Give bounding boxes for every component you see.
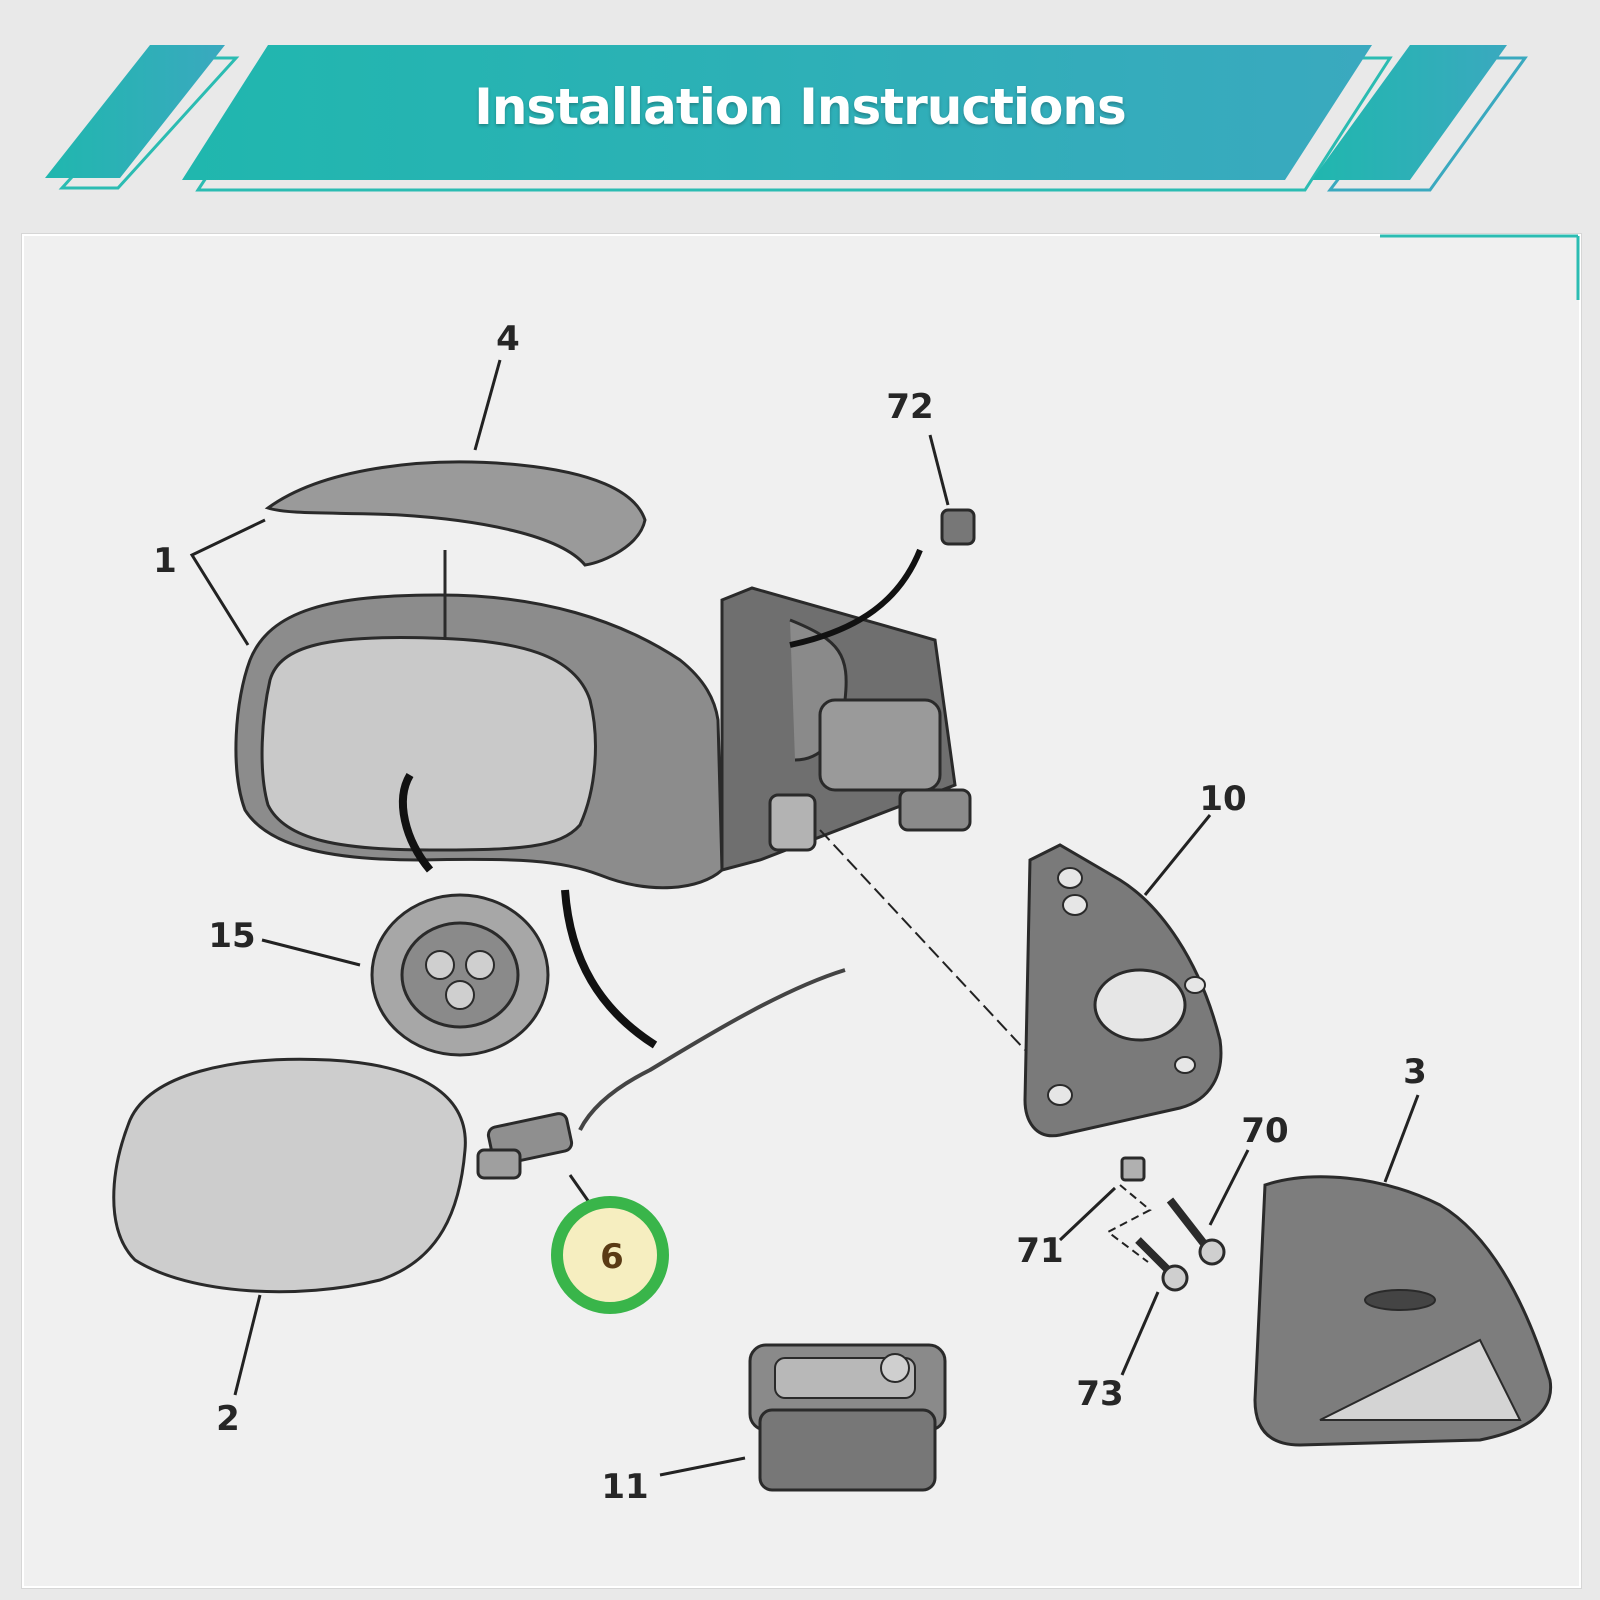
label-part-2: 2 [216, 1399, 240, 1439]
part-6-cable-connector [476, 968, 846, 1180]
label-part-3: 3 [1403, 1052, 1427, 1092]
part-71-nut [1120, 1156, 1146, 1182]
part-6-highlight-ring [551, 1196, 669, 1314]
part-4-mirror-cap [264, 460, 647, 567]
banner-graphic [45, 45, 1528, 192]
label-part-10: 10 [1199, 779, 1246, 819]
part-1-mirror-housing [234, 550, 724, 890]
part-2-mirror-glass [112, 1057, 467, 1294]
part-70-screw [1166, 1197, 1226, 1266]
housing-cable [561, 889, 658, 1049]
label-part-1: 1 [153, 541, 177, 581]
label-part-72: 72 [886, 387, 933, 427]
label-part-6: 6 [600, 1237, 624, 1277]
part-73-screw [1135, 1237, 1189, 1292]
part-10-mounting-plate [1023, 843, 1223, 1138]
mount-base [720, 548, 972, 872]
alignment-line [819, 829, 1026, 1051]
banner-title: Installation Instructions [474, 78, 1127, 136]
part-72-connector [940, 508, 976, 546]
label-part-71: 71 [1016, 1231, 1063, 1271]
part-11-switch [748, 1343, 947, 1492]
label-part-4: 4 [496, 319, 520, 359]
part-3-lower-cover [1253, 1175, 1553, 1447]
label-part-73: 73 [1076, 1374, 1123, 1414]
leader-lines [189, 359, 1420, 1477]
header-banner: Installation Instructions [0, 0, 1600, 210]
part-15-actuator [370, 893, 550, 1057]
label-part-15: 15 [208, 916, 255, 956]
label-part-70: 70 [1241, 1111, 1288, 1151]
label-part-11: 11 [601, 1467, 648, 1507]
